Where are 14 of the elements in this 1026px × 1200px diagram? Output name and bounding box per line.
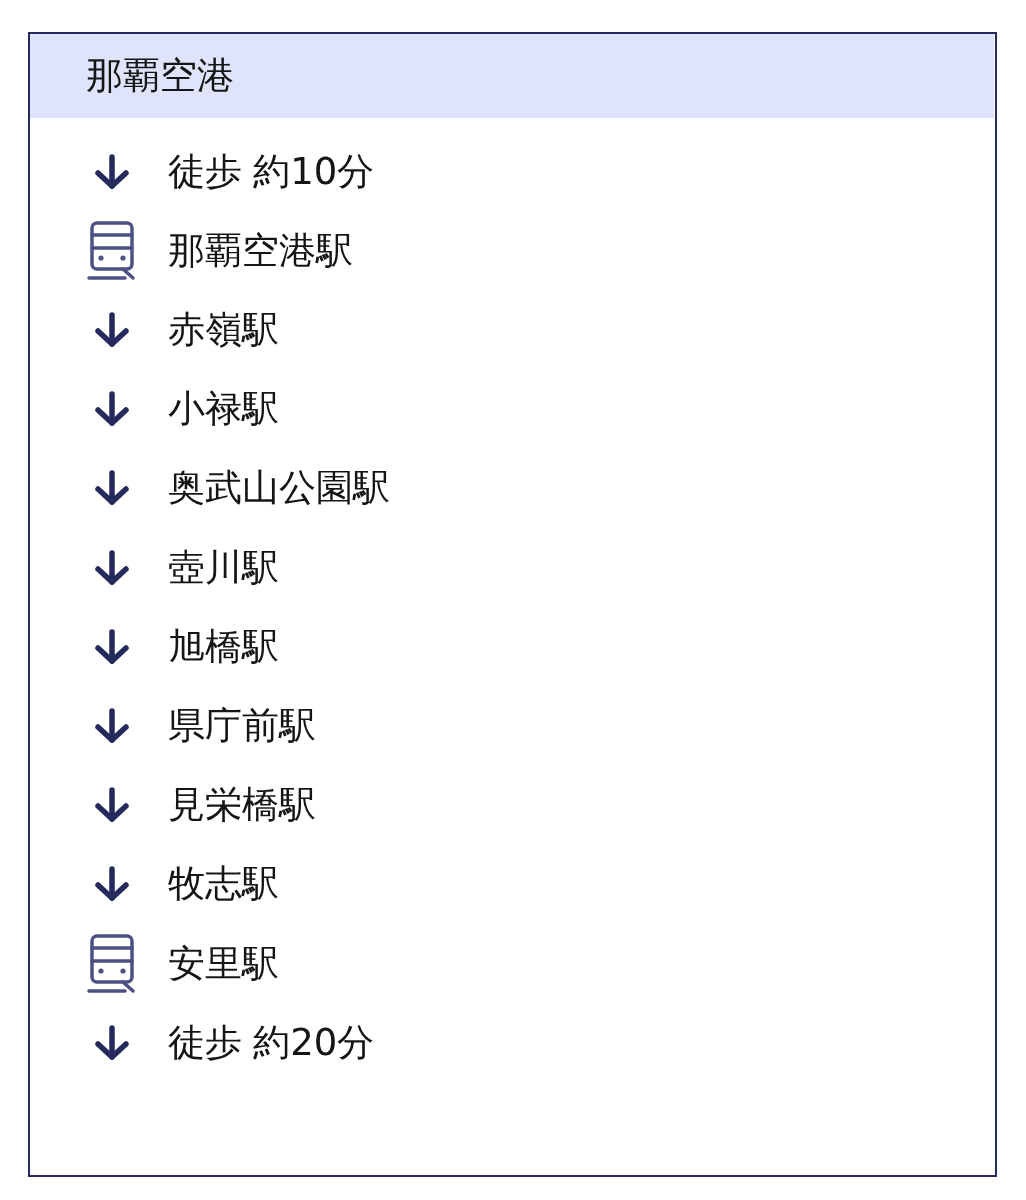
station-name: 安里駅 xyxy=(167,941,279,986)
header-band: 那覇空港 xyxy=(30,34,994,118)
station-name: 旭橋駅 xyxy=(167,624,279,669)
station-name: 赤嶺駅 xyxy=(167,307,279,352)
station-name: 県庁前駅 xyxy=(167,703,316,748)
station-name: 小禄駅 xyxy=(167,387,279,432)
station-name: 奥武山公園駅 xyxy=(167,466,390,511)
walking-time-text: 徒歩 約10分 xyxy=(167,149,375,194)
walking-time-text: 徒歩 約20分 xyxy=(167,1020,375,1065)
station-name: 見栄橋駅 xyxy=(167,783,316,828)
route-card xyxy=(28,32,997,1177)
station-name: 牧志駅 xyxy=(167,862,279,907)
station-name: 壺川駅 xyxy=(167,545,279,590)
station-name: 那覇空港駅 xyxy=(167,228,353,273)
